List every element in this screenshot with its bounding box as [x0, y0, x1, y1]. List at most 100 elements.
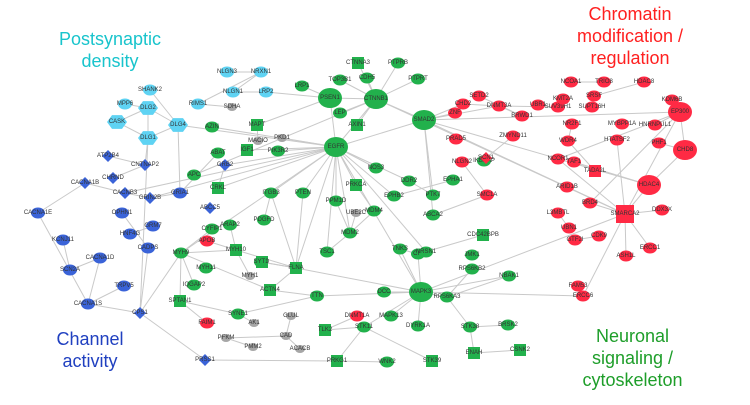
node-PRSS1: PRSS1: [195, 354, 215, 366]
node-shape-UBE2C: [351, 209, 361, 217]
node-label-APC: APC: [188, 172, 201, 178]
node-UBE2C: UBE2C: [346, 209, 367, 217]
node-shape-HNRNPUL1: [648, 119, 662, 131]
edge-EGFR-MDM2: [335, 146, 351, 234]
node-RPS6KA3: RPS6KA3: [433, 291, 461, 303]
node-label-SRSF: SRSF: [586, 93, 602, 99]
group-title-postsynaptic: Postsynaptic density: [40, 28, 180, 72]
edge-CACNA1S-CPS1: [87, 303, 141, 314]
node-label-PFKM: PFKM: [218, 335, 235, 341]
node-SCN2A: SCN2A: [60, 264, 80, 276]
node-STK39: STK39: [423, 355, 442, 367]
node-label-NLGN1: NLGN1: [223, 89, 244, 95]
node-label-APOB: APOB: [199, 238, 216, 244]
node-shape-SCN1: [480, 152, 492, 164]
edge-CACNA1S-TRPV5: [87, 285, 125, 305]
node-ERCC1: ERCC1: [640, 242, 661, 254]
node-label-TRIO8: TRIO8: [595, 79, 613, 85]
edge-SMARCA2-NCOR1: [557, 158, 626, 215]
node-shape-CRKL: [212, 182, 224, 194]
node-PTPRB: PTPRB: [388, 57, 408, 69]
node-label-CADPS: CADPS: [138, 245, 159, 251]
node-shape-PIK3R2: [271, 145, 285, 157]
node-ABAT: ABAT: [210, 147, 226, 159]
node-shape-BRWD1: [515, 110, 529, 122]
node-label-PSEN1: PSEN1: [320, 95, 340, 101]
node-shape-GRIA1: [173, 187, 187, 199]
node-label-ASH1L: ASH1L: [616, 253, 636, 259]
node-PMM2: PMM2: [244, 343, 262, 351]
edge-RPS6KA3-STK38: [446, 296, 471, 328]
node-CACNA1E: CACNA1E: [24, 207, 52, 219]
node-shape-DDR2: [402, 175, 416, 187]
node-CRKL: CRKL: [210, 182, 227, 194]
node-shape-MYH10: [230, 244, 242, 256]
node-NCOA1: NCOA1: [561, 76, 582, 88]
node-CACNA1D: CACNA1D: [86, 252, 115, 264]
node-L3MBTL: L3MBTL: [547, 207, 570, 219]
node-shape-TRIO8: [597, 76, 611, 88]
node-label-LRP2: LRP2: [258, 89, 274, 95]
node-RIMS1: RIMS1: [189, 98, 208, 110]
node-CHD8: CHD8: [673, 140, 697, 160]
node-label-LEP: LEP: [334, 110, 345, 116]
node-shape-PSEN1: [318, 88, 342, 108]
node-SUPT16H: SUPT16H: [578, 101, 606, 113]
edge-EP300-BRD4: [589, 111, 681, 204]
node-shape-L3MBTL: [551, 207, 565, 219]
node-shape-CYFIP1: [205, 223, 219, 235]
node-shape-RIMS1: [191, 98, 205, 110]
node-label-AK1: AK1: [248, 320, 260, 326]
node-shape-CDC42BPB: [477, 229, 489, 241]
node-RPS6KB2: RPS6KB2: [458, 263, 486, 275]
node-shape-NRSN1: [419, 246, 433, 258]
group-title-channel-line1: Channel: [56, 329, 124, 349]
node-CACNB3: CACNB3: [113, 187, 138, 199]
node-label-CRKL: CRKL: [210, 185, 227, 191]
edge-SMC1A-ABCA2: [432, 194, 488, 216]
node-shape-CDK9: [592, 230, 606, 242]
edge-RPS6KA3-NBAK1: [446, 275, 510, 298]
node-label-MAPT: MAPT: [249, 122, 266, 128]
node-shape-MAPK3: [409, 282, 433, 302]
node-label-LRP1: LRP1: [294, 83, 310, 89]
node-label-DCC: DCC: [378, 289, 392, 295]
node-shape-CNTNAP2: [139, 159, 151, 171]
node-shape-EGFR: [324, 137, 348, 157]
node-label-ABAT: ABAT: [210, 150, 226, 156]
edge-DLG4-GRIA1: [177, 124, 181, 194]
group-title-chromatin: Chromatin modification / regulation: [525, 3, 735, 69]
node-shape-SYT1: [254, 256, 268, 268]
node-label-UBN1: UBN1: [561, 225, 578, 231]
node-PRAD5: PRAD5: [446, 133, 467, 145]
group-title-postsynaptic-line2: density: [81, 51, 139, 71]
node-shape-TADA2L: [589, 165, 601, 177]
node-ATP2B4: ATP2B4: [97, 150, 120, 162]
node-label-AXIN1: AXIN1: [348, 122, 366, 128]
node-label-MYH1: MYH1: [242, 273, 259, 279]
node-CSNK2: CSNK2: [510, 344, 531, 356]
node-CASK: CASK: [107, 115, 127, 129]
edge-EPHA1-EPHB2: [393, 179, 454, 197]
edge-EGFR-DLG4: [177, 124, 337, 148]
node-shape-SCN2A: [63, 264, 77, 276]
edge-CACNA1B-CACNB3: [84, 182, 126, 194]
edge-EGFR-CRKL: [217, 146, 337, 189]
group-title-neuronal-line1: Neuronal: [595, 326, 670, 346]
node-TADA2L: TADA2L: [584, 165, 607, 177]
node-IQGAP2: IQGAP2: [183, 279, 206, 291]
node-label-KMT2A: KMT2A: [553, 96, 573, 102]
node-shape-TAF1: [567, 156, 581, 168]
node-BRSK2: BRSK2: [498, 319, 518, 331]
node-label-STK39: STK39: [423, 358, 442, 364]
edge-EGFR-EPHB2: [335, 146, 395, 197]
node-label-CACNA1E: CACNA1E: [24, 210, 52, 216]
node-shape-PDGFD: [257, 214, 271, 226]
node-label-NCOA1: NCOA1: [561, 79, 582, 85]
node-CADPS: CADPS: [138, 242, 159, 254]
node-shape-STK38: [463, 321, 477, 333]
edge-CAD-PFKM: [225, 335, 287, 339]
node-PPM1D: PPM1D: [326, 195, 347, 207]
group-title-channel-line2: activity: [62, 351, 118, 371]
node-DDX3X: DDX3X: [652, 204, 672, 216]
